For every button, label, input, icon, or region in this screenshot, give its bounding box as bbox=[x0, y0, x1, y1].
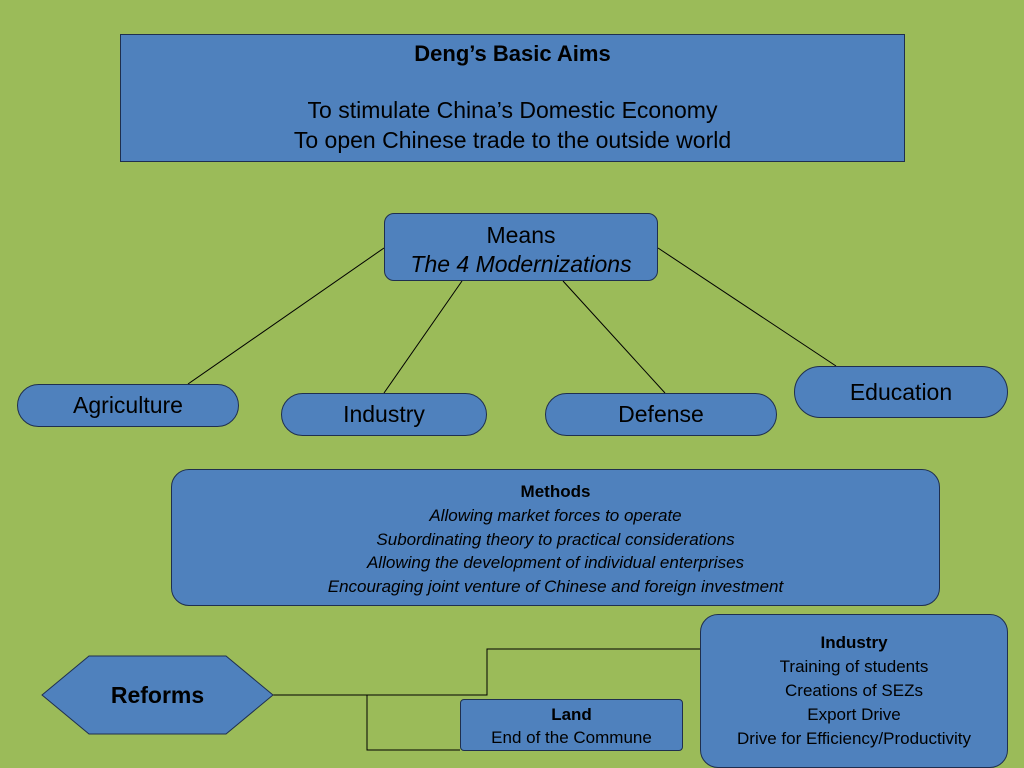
industry-reform-box: Industry Training of students Creations … bbox=[700, 614, 1008, 768]
connector-means-defense bbox=[562, 280, 666, 394]
defense-node: Defense bbox=[545, 393, 777, 436]
industry-node: Industry bbox=[281, 393, 487, 436]
connector-means-education bbox=[657, 247, 837, 367]
defense-label: Defense bbox=[618, 401, 704, 427]
land-reform-title: Land bbox=[551, 705, 592, 724]
agriculture-label: Agriculture bbox=[73, 392, 183, 418]
connector-reforms-land bbox=[366, 695, 460, 751]
aims-line: To stimulate China’s Domestic Economy bbox=[307, 97, 718, 123]
aims-box: Deng’s Basic Aims To stimulate China’s D… bbox=[120, 34, 905, 162]
means-subtitle: The 4 Modernizations bbox=[410, 251, 632, 277]
industry-reform-item: Training of students bbox=[779, 657, 929, 676]
education-node: Education bbox=[794, 366, 1008, 418]
reforms-label: Reforms bbox=[110, 681, 205, 708]
methods-box: Methods Allowing market forces to operat… bbox=[171, 469, 940, 606]
reforms-hexagon bbox=[41, 655, 274, 735]
means-box: Means The 4 Modernizations bbox=[384, 213, 658, 281]
industry-reform-title: Industry bbox=[820, 633, 888, 652]
methods-item: Encouraging joint venture of Chinese and… bbox=[327, 576, 784, 596]
industry-reform-item: Drive for Efficiency/Productivity bbox=[737, 729, 971, 748]
education-label: Education bbox=[849, 378, 953, 405]
land-reform-item: End of the Commune bbox=[491, 728, 652, 747]
industry-reform-item: Export Drive bbox=[807, 705, 901, 724]
aims-title: Deng’s Basic Aims bbox=[414, 41, 611, 66]
methods-item: Allowing the development of individual e… bbox=[366, 553, 745, 572]
methods-item: Subordinating theory to practical consid… bbox=[376, 529, 735, 549]
means-label: Means bbox=[486, 222, 556, 248]
agriculture-node: Agriculture bbox=[17, 384, 239, 427]
methods-title: Methods bbox=[520, 482, 591, 501]
industry-reform-item: Creations of SEZs bbox=[785, 681, 923, 700]
aims-line: To open Chinese trade to the outside wor… bbox=[293, 127, 732, 153]
industry-label: Industry bbox=[343, 401, 425, 427]
connector-reforms-industry bbox=[273, 648, 700, 696]
connector-means-agriculture bbox=[187, 247, 385, 385]
connector-means-industry bbox=[383, 280, 463, 394]
land-reform-box: Land End of the Commune bbox=[460, 699, 683, 751]
methods-item: Allowing market forces to operate bbox=[429, 506, 682, 525]
